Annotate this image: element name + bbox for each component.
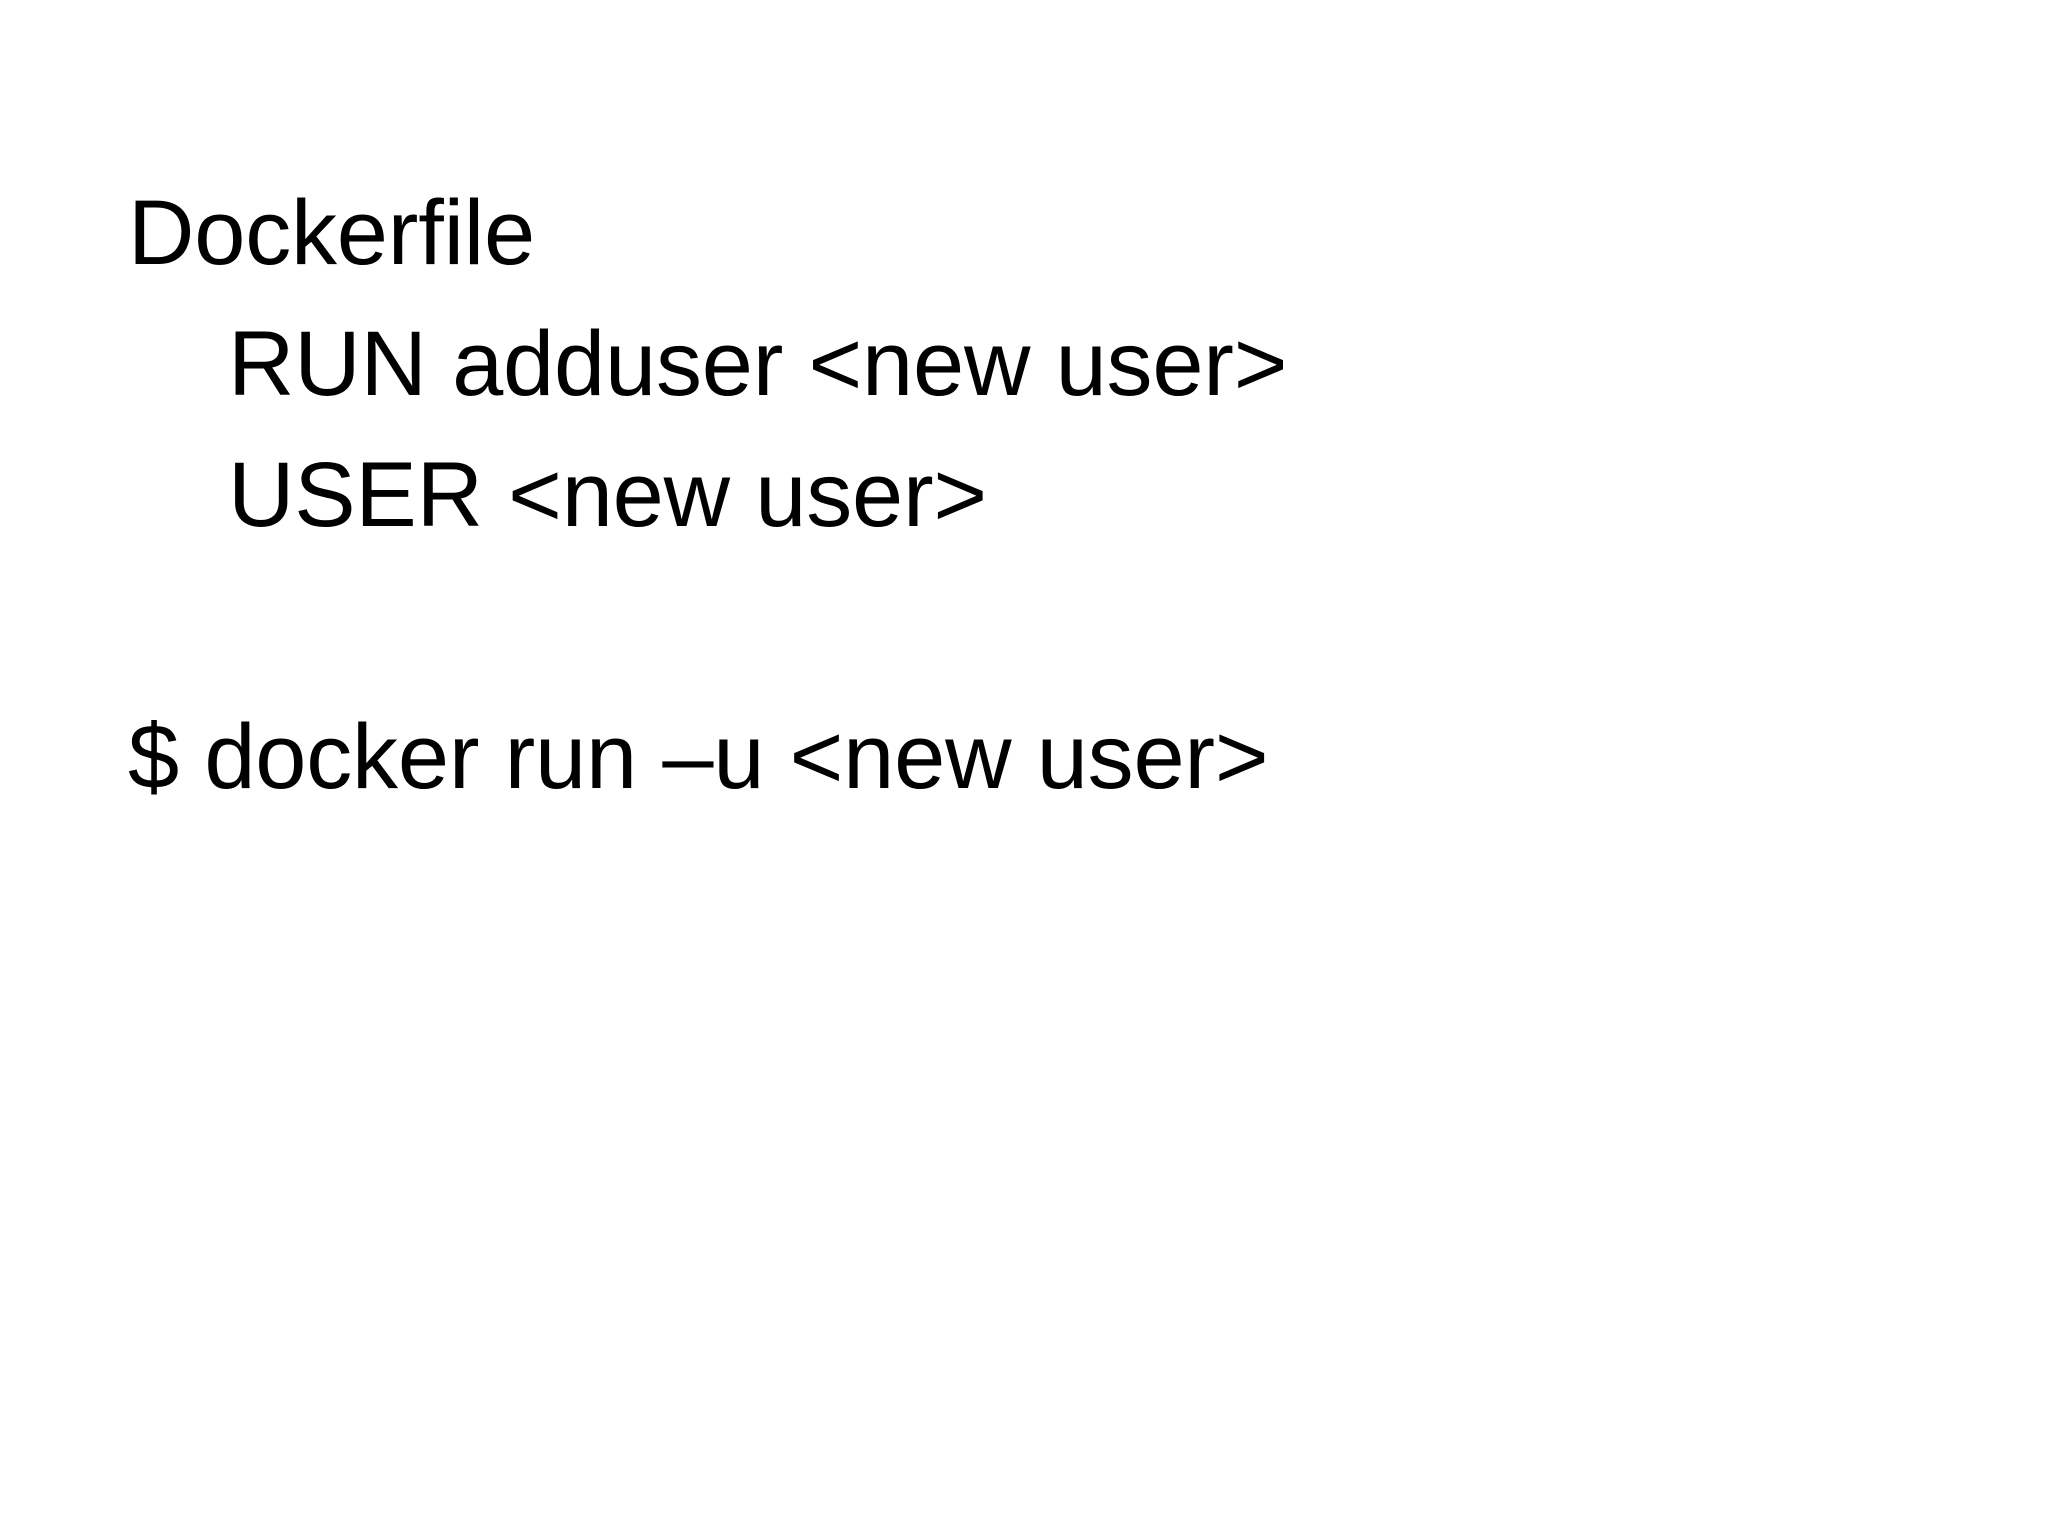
- blank-spacer-line: [128, 561, 1928, 692]
- dockerfile-run-adduser-line: RUN adduser <new user>: [228, 313, 1288, 415]
- dockerfile-heading: Dockerfile: [128, 182, 536, 284]
- dockerfile-user-directive-line: USER <new user>: [228, 444, 987, 546]
- slide-body-text: Dockerfile RUN adduser <new user> USER <…: [128, 168, 1928, 823]
- docker-run-command-line: $ docker run –u <new user>: [128, 706, 1269, 808]
